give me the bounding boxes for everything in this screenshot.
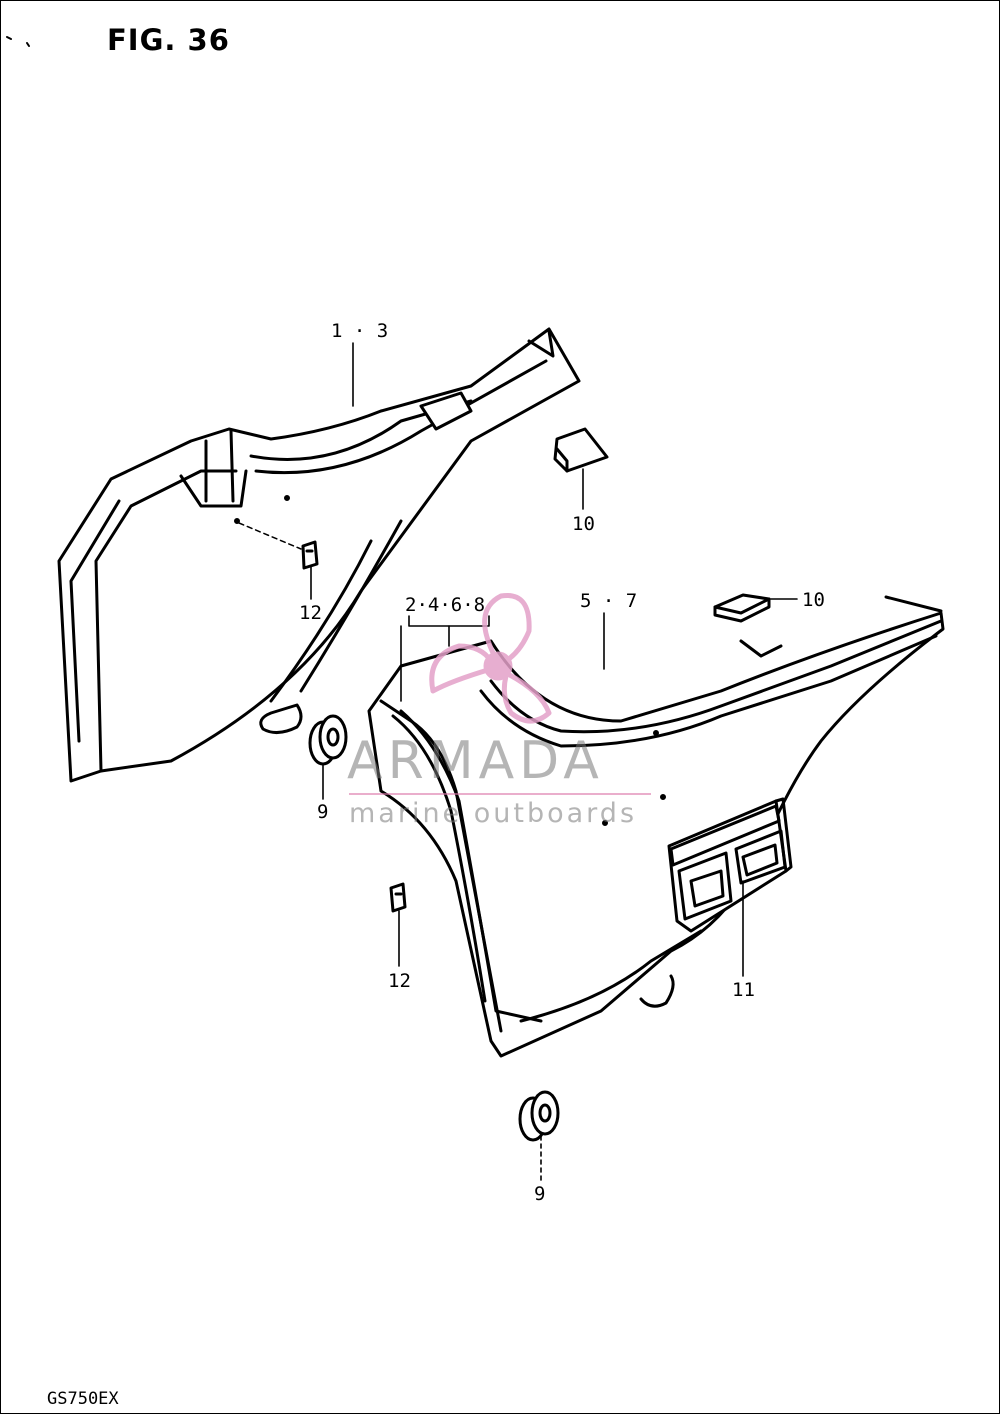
callout-10-right: 10 [802,589,825,611]
stray-marks [6,36,30,47]
clip-part-12-upper [301,540,319,570]
left-frame-cover [57,327,581,783]
leader-lines [310,342,798,1182]
callout-5-7: 5 · 7 [580,590,638,612]
callout-9-upper: 9 [317,801,329,823]
callout-1-3: 1 · 3 [331,320,389,342]
model-code: GS750EX [47,1389,119,1409]
callout-12-upper: 12 [299,602,322,624]
callout-9-lower: 9 [534,1183,546,1205]
cushion-part-10-upper [553,427,609,473]
watermark-tagline: marine outboards [349,798,638,829]
clip-part-12-lower [389,882,407,913]
callout-10-upper: 10 [572,513,595,535]
emblem-part-11 [667,797,793,933]
grommet-part-9-upper [308,714,348,766]
callout-11: 11 [732,979,755,1001]
callout-12-lower: 12 [388,970,411,992]
watermark-divider [349,793,651,795]
right-frame-cover [367,595,945,1058]
figure-title: FIG. 36 [107,23,230,57]
grommet-part-9-lower [518,1090,560,1142]
cushion-part-10-right [713,593,771,623]
callout-2-4-6-8: 2·4·6·8 [405,594,486,616]
watermark-brand: ARMADA [347,731,604,791]
propeller-icon [429,592,552,724]
